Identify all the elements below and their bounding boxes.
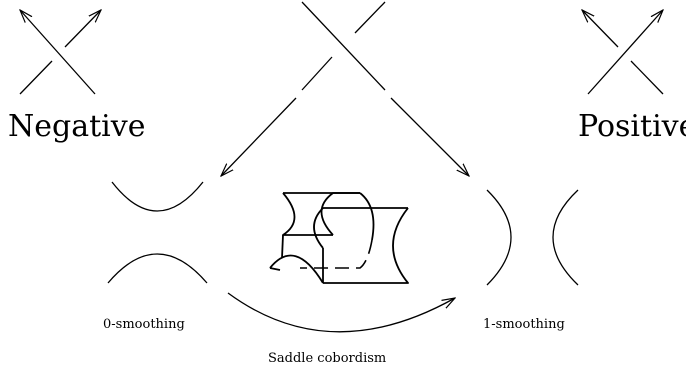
negative-crossing-icon: [20, 10, 101, 94]
one-smoothing-arcs: [487, 190, 578, 285]
saddle-surface-icon: [270, 193, 408, 283]
one-smoothing-label: 1-smoothing: [483, 317, 565, 332]
positive-crossing-icon: [582, 10, 663, 94]
negative-label: Negative: [8, 109, 145, 144]
central-crossing-icon: [302, 2, 385, 90]
saddle-cobordism-arrow: [228, 293, 455, 332]
zero-smoothing-arcs: [108, 182, 207, 283]
zero-smoothing-label: 0-smoothing: [103, 317, 185, 332]
arrow-to-one-smoothing: [391, 98, 469, 176]
saddle-cobordism-label: Saddle cobordism: [268, 351, 386, 366]
arrow-to-zero-smoothing: [221, 98, 296, 176]
positive-label: Positive: [578, 109, 686, 144]
